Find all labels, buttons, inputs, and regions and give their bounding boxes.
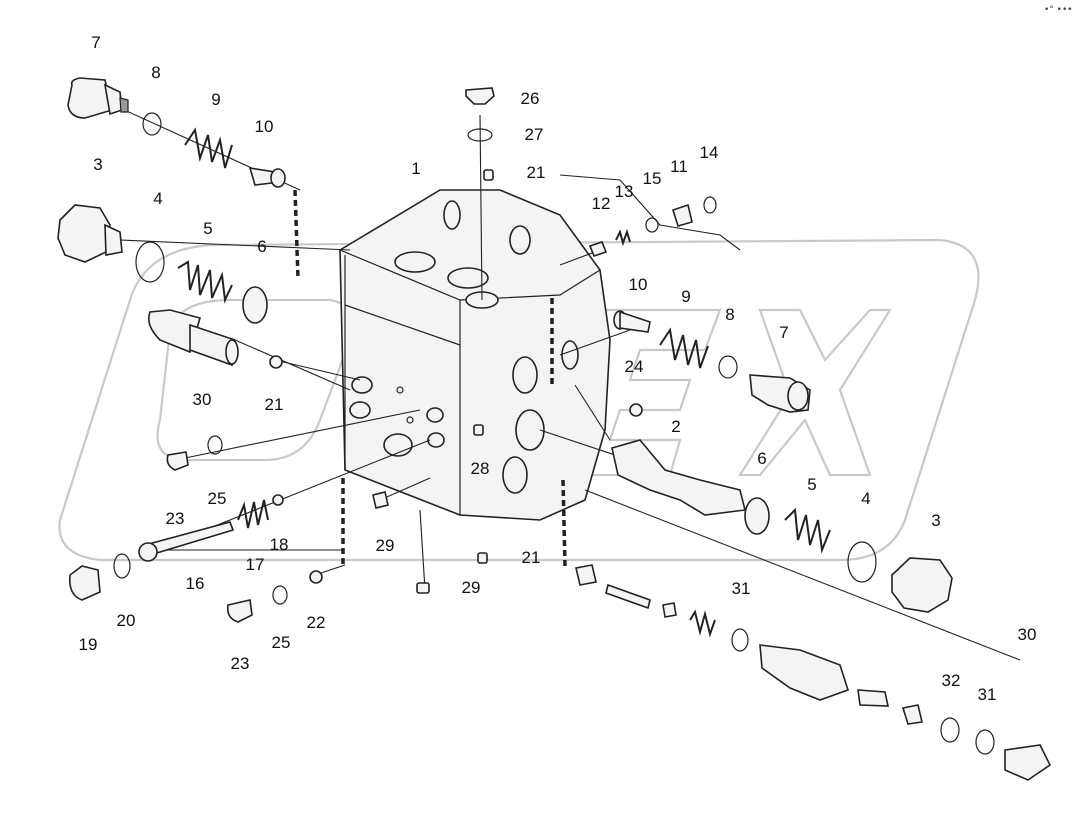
callout-label: 23 [231, 654, 250, 673]
part-5-spring-left [177, 260, 233, 304]
callout-label: 20 [117, 611, 136, 630]
callout-label: 5 [807, 475, 816, 494]
part-11-plug [672, 203, 693, 227]
callout-label: 21 [522, 548, 541, 567]
callout-label: 12 [592, 194, 611, 213]
callout-label: 30 [193, 390, 212, 409]
part-12-pin [588, 241, 608, 257]
callout-label: 1 [411, 159, 420, 178]
assembly-dashed-lines [293, 189, 567, 567]
part-30-cartridge-left [147, 309, 239, 367]
callout-label: 7 [779, 323, 788, 342]
part-2-spool [611, 439, 746, 516]
part-16-spool-stem [138, 521, 235, 562]
part-3-hex-plug-right [891, 557, 953, 613]
callout-label: 6 [757, 449, 766, 468]
callout-label: 11 [670, 157, 688, 176]
part-17-spring [237, 499, 269, 529]
callout-label: 8 [151, 63, 160, 82]
part-5-spring-right [784, 507, 831, 554]
valve-body [339, 189, 611, 521]
callout-label: 18 [270, 535, 289, 554]
part-28-plug [473, 424, 484, 436]
part-18-ball [272, 494, 284, 506]
callout-label: 25 [208, 489, 227, 508]
callout-label: 5 [203, 219, 212, 238]
part-21-plug-left [269, 355, 283, 369]
part-29-plug-bottom [416, 582, 430, 594]
part-10-poppet-right [613, 310, 651, 333]
part-8-oring-right [718, 355, 738, 379]
callout-label: 16 [186, 574, 205, 593]
part-26-cap [465, 87, 495, 105]
callout-label: 21 [527, 163, 546, 182]
callout-label: 26 [521, 89, 540, 108]
part-3-hex-plug-left [57, 204, 123, 263]
callout-label: 4 [861, 489, 870, 508]
callout-label: 10 [255, 117, 274, 136]
corner-mark: •° ••• [1044, 5, 1073, 15]
part-21-plug-bottom [477, 552, 488, 564]
part-14-oring [703, 196, 717, 214]
callout-label: 21 [265, 395, 284, 414]
part-15-oring [645, 217, 659, 233]
part-25-oring-lower [272, 585, 288, 605]
part-23-plug-lower [226, 599, 253, 623]
part-4-oring-right [847, 541, 877, 583]
callout-label: 15 [643, 169, 662, 188]
callout-label: 8 [725, 305, 734, 324]
callout-label: 13 [615, 182, 634, 201]
callout-label: 27 [525, 125, 544, 144]
part-21-plug-top [483, 169, 494, 181]
callout-label: 3 [931, 511, 940, 530]
part-bottom-right-row [575, 564, 1052, 781]
callout-label: 4 [153, 189, 162, 208]
callout-label: 22 [307, 613, 326, 632]
callout-label: 28 [471, 459, 490, 478]
part-25-oring-left [207, 435, 223, 455]
part-29-plug-center [372, 491, 389, 509]
callout-label: 17 [246, 555, 265, 574]
part-27-oring [467, 128, 493, 142]
part-6-seat-right [744, 497, 770, 535]
callout-label: 23 [166, 509, 185, 528]
part-7-plug-left [67, 77, 129, 119]
callout-label: 31 [732, 579, 751, 598]
callout-label: 24 [625, 357, 644, 376]
callout-label: 25 [272, 633, 291, 652]
part-6-seat-left [242, 286, 268, 324]
callout-label: 10 [629, 275, 648, 294]
part-20-oring [113, 553, 131, 579]
part-8-oring [142, 112, 162, 136]
callout-label: 2 [671, 417, 680, 436]
part-24-plug [629, 403, 643, 417]
part-7-plug-right [749, 374, 811, 413]
callout-label: 19 [79, 635, 98, 654]
callout-label: 14 [700, 143, 719, 162]
part-13-spring [615, 228, 631, 247]
callout-label: 29 [462, 578, 481, 597]
callout-label: 7 [91, 33, 100, 52]
part-9-spring [184, 127, 233, 169]
callout-label: 6 [257, 237, 266, 256]
part-4-oring [135, 241, 165, 283]
part-9-spring-right [659, 327, 709, 369]
callout-label: 29 [376, 536, 395, 555]
part-19-plug [68, 565, 101, 601]
callout-label: 32 [942, 671, 961, 690]
part-10-poppet-left [248, 167, 286, 188]
callout-label: 9 [681, 287, 690, 306]
part-22-ball [309, 570, 323, 584]
callout-label: 30 [1018, 625, 1037, 644]
callout-label: 3 [93, 155, 102, 174]
callout-label: 31 [978, 685, 997, 704]
part-23-plug-left [166, 451, 189, 471]
callout-label: 9 [211, 90, 220, 109]
